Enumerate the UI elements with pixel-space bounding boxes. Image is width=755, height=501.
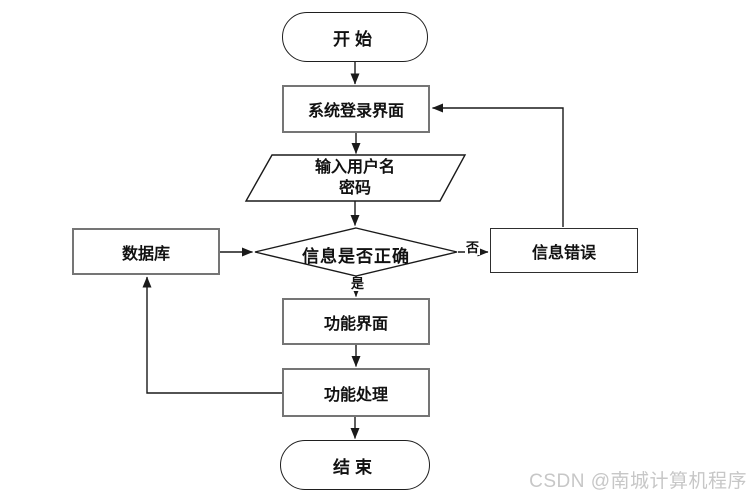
input-credentials-parallelogram: [244, 154, 467, 202]
edge-error-to-login-feedback: [432, 103, 564, 227]
end-node: 结束: [280, 440, 430, 490]
function-process-label: 功能处理: [323, 386, 388, 404]
start-label: 开始: [333, 29, 377, 49]
database-label: 数据库: [121, 245, 170, 263]
input-credentials-label: 输入用户名 密码: [255, 157, 455, 199]
decision-label: 信息是否正确: [302, 247, 410, 266]
start-node: 开始: [282, 12, 428, 62]
decision-diamond: [254, 227, 458, 277]
function-screen-label: 功能界面: [323, 315, 388, 333]
end-label: 结束: [333, 457, 377, 477]
csdn-watermark: CSDN @南城计算机程序: [529, 471, 747, 492]
edge-function-process-to-database-feedback: [142, 276, 282, 394]
function-process-node: 功能处理: [282, 368, 430, 417]
edge-label-no: 否: [465, 240, 481, 255]
login-screen-label: 系统登录界面: [307, 103, 404, 120]
input-credentials-line2: 密码: [338, 180, 371, 197]
login-screen-node: 系统登录界面: [282, 85, 430, 133]
info-error-label: 信息错误: [531, 244, 596, 262]
database-node: 数据库: [72, 228, 220, 275]
edge-label-yes: 是: [350, 276, 366, 291]
input-credentials-line1: 输入用户名: [314, 159, 395, 176]
function-screen-node: 功能界面: [282, 298, 430, 345]
info-error-node: 信息错误: [490, 228, 638, 273]
